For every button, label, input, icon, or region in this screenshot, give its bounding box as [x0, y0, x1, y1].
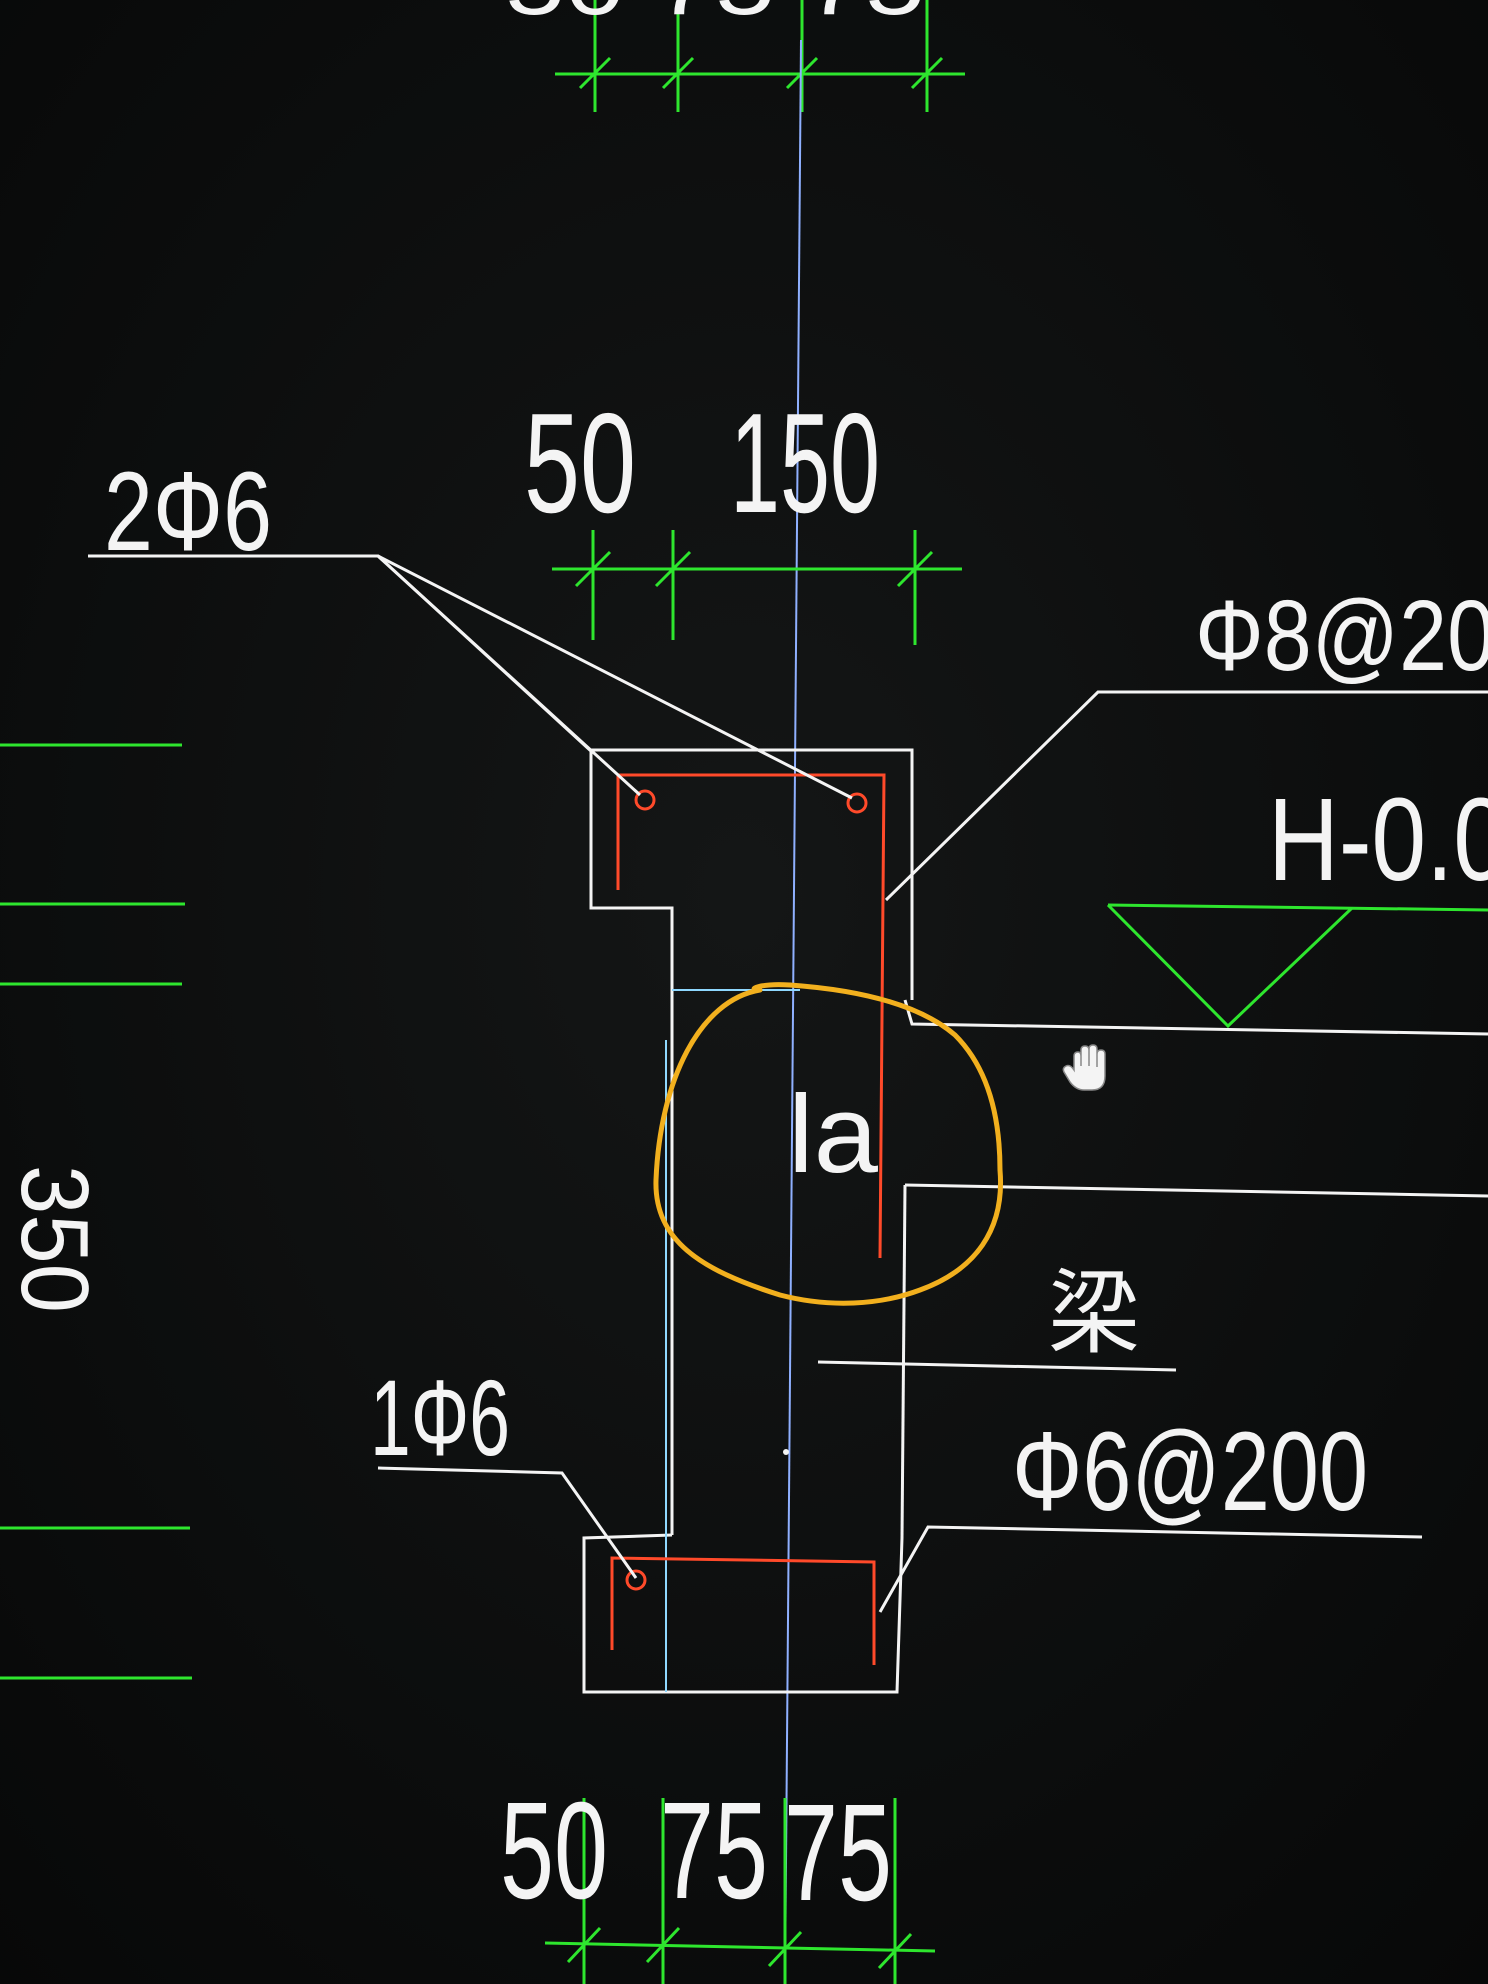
- dim-top-50: 50: [524, 384, 636, 543]
- dim-bottom-75-b: 75: [784, 1776, 892, 1930]
- axis-dot: [783, 1449, 789, 1455]
- beam-leader-line: [817, 1360, 1177, 1372]
- hand-cursor-icon: [1062, 1044, 1106, 1091]
- rebar-top-stirrup: [616, 773, 886, 1259]
- section-outline: [582, 748, 914, 1694]
- stirrup-top-label: Φ8@20: [1195, 580, 1488, 692]
- dim-bottom-50: 50: [500, 1774, 608, 1928]
- leader-bottom-rebar: [377, 1466, 638, 1579]
- center-axis-line: [784, 39, 802, 1984]
- top-dimension: 50 150: [524, 384, 962, 645]
- top-partial-dimension-text: 50 75 75: [505, 0, 925, 33]
- stirrup-bottom-label: Φ6@200: [1012, 1409, 1368, 1534]
- dim-top-150: 150: [730, 384, 880, 543]
- leader-top-rebar: [88, 554, 853, 800]
- leader-top-stirrup: [884, 690, 1488, 902]
- annotation-circle: [653, 982, 1004, 1306]
- rebar-bottom-bar: [625, 1569, 647, 1591]
- la-label: la: [788, 1073, 879, 1196]
- rebar-bottom-stirrup: [610, 1556, 876, 1665]
- rebar-bottom-label: 1Φ6: [370, 1357, 510, 1478]
- side-dimension-350: 350: [1, 1165, 108, 1313]
- leader-bottom-stirrup: [878, 1525, 1423, 1613]
- elevation-label: H-0.0: [1268, 774, 1488, 906]
- rebar-top-label: 2Φ6: [104, 449, 272, 574]
- left-grid-lines: [0, 743, 192, 1680]
- elevation-triangle: [1106, 903, 1488, 1029]
- top-partial-dimension: 50 75 75: [505, 0, 965, 112]
- rebar-top-left-bar: [634, 789, 656, 811]
- rebar-top-right-bar: [846, 792, 868, 814]
- beam-label: 梁: [1048, 1263, 1140, 1365]
- inner-cyan-lines: [665, 989, 800, 1692]
- bottom-dimension: 50 75 75: [500, 1774, 936, 1984]
- dim-bottom-75-a: 75: [660, 1774, 768, 1928]
